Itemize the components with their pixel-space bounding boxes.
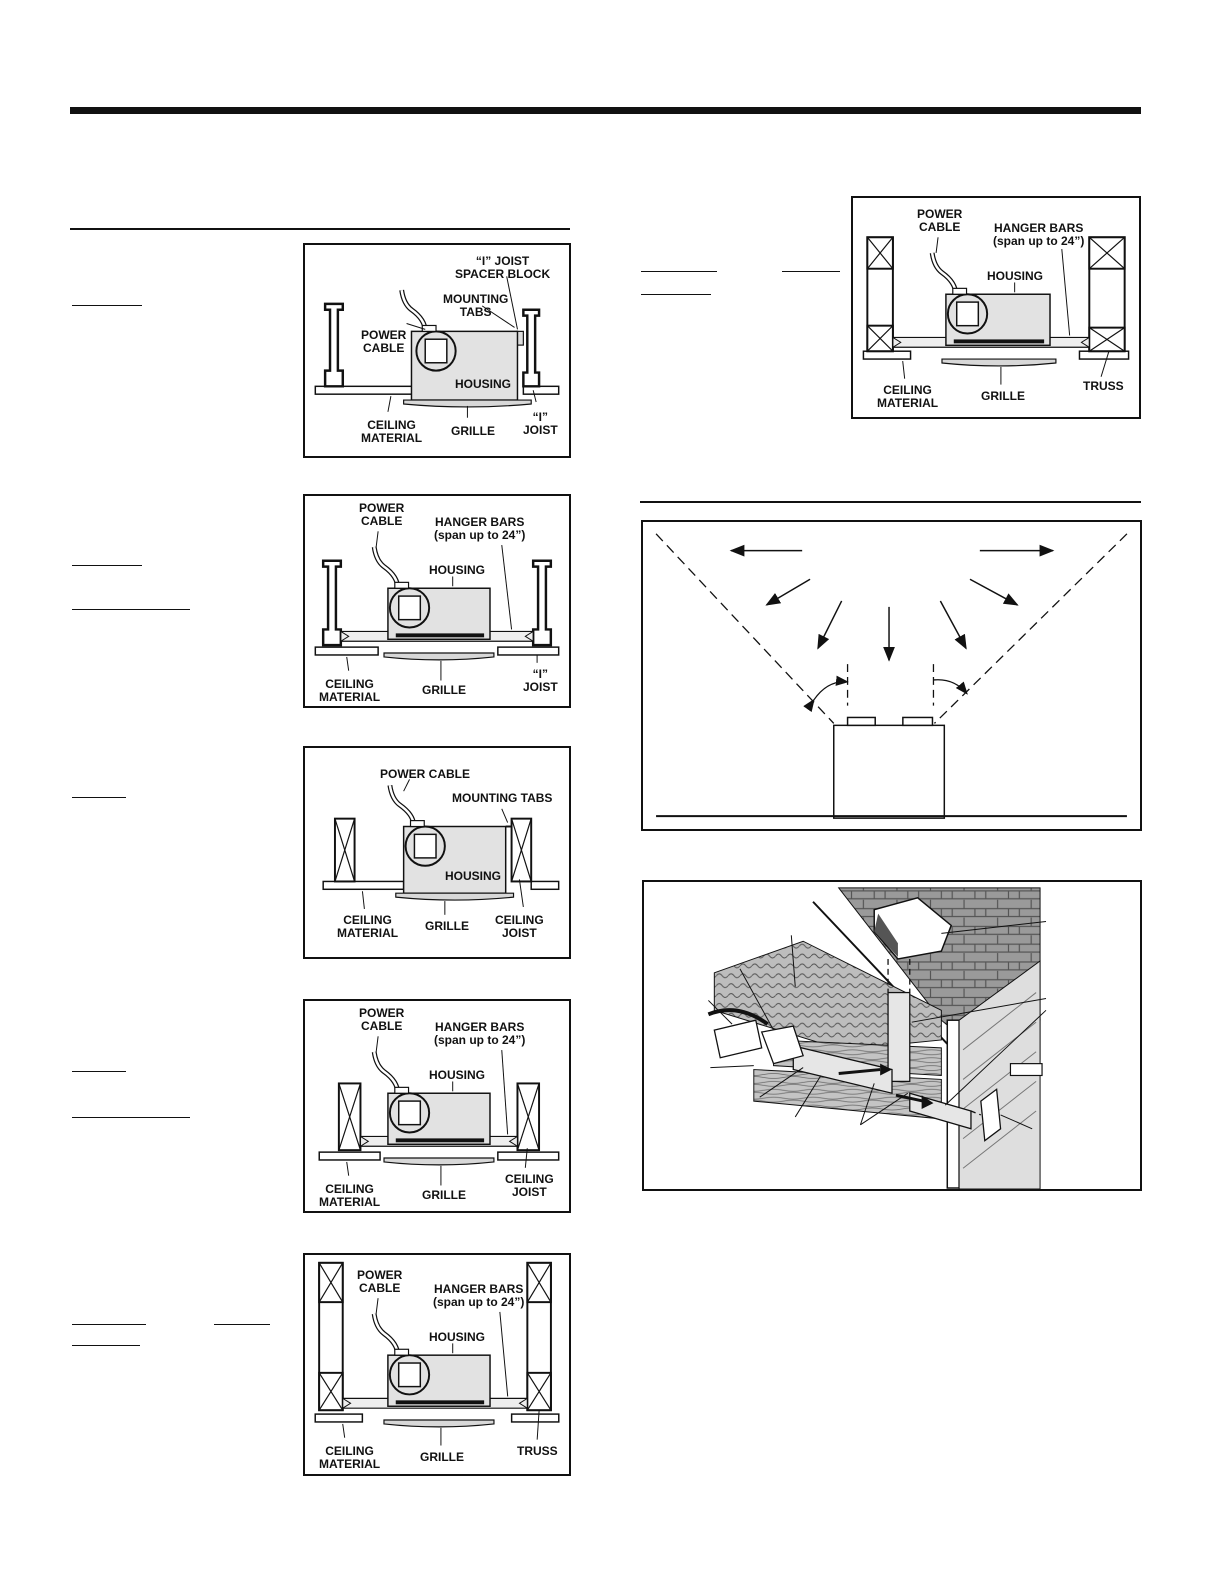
section-rule-left [70, 228, 570, 230]
airflow-arrows-icon [655, 533, 1128, 819]
underline-mark [72, 305, 142, 306]
underline-mark [72, 1324, 146, 1325]
label-grille: GRILLE [422, 683, 466, 697]
truss-hanger-drawing [314, 1261, 560, 1446]
label-truss: TRUSS [1083, 379, 1124, 393]
underline-mark [72, 1117, 190, 1118]
underline-mark [72, 797, 126, 798]
diagram-joist-tabs: POWER CABLE MOUNTING TABS HOUSING CEILIN… [303, 746, 571, 959]
label-hanger-bars: HANGER BARS(span up to 24”) [434, 1020, 526, 1047]
underline-mark [72, 1071, 126, 1072]
underline-mark [641, 294, 711, 295]
underline-mark [641, 271, 717, 272]
label-grille: GRILLE [422, 1188, 466, 1202]
header-rule [70, 107, 1141, 114]
label-ijoist: “I”JOIST [523, 410, 558, 437]
label-hanger-bars: HANGER BARS(span up to 24”) [433, 1282, 525, 1309]
label-grille: GRILLE [420, 1450, 464, 1464]
label-truss: TRUSS [517, 1444, 558, 1458]
label-mounting-tabs: MOUNTING TABS [452, 791, 553, 805]
label-housing: HOUSING [455, 377, 512, 391]
label-housing: HOUSING [429, 563, 486, 577]
joist-tabs-drawing [322, 779, 560, 915]
roof-vent-illustration [707, 887, 1047, 1189]
underline-mark [72, 1345, 140, 1346]
label-power-cable: POWER CABLE [380, 767, 470, 781]
label-grille: GRILLE [981, 389, 1025, 403]
underline-mark [214, 1324, 270, 1325]
ijoist-spacer-drawing [314, 276, 560, 418]
label-housing: HOUSING [429, 1330, 486, 1344]
label-hanger-bars: HANGER BARS(span up to 24”) [434, 515, 526, 542]
truss-hanger-right-drawing [862, 236, 1130, 385]
underline-mark [72, 609, 190, 610]
label-hanger-bars: HANGER BARS(span up to 24”) [993, 221, 1085, 248]
label-housing: HOUSING [445, 869, 502, 883]
underline-mark [782, 271, 840, 272]
diagram-roof-vent [642, 880, 1142, 1191]
diagram-airflow [641, 520, 1142, 831]
label-grille: GRILLE [451, 424, 495, 438]
label-grille: GRILLE [425, 919, 469, 933]
label-housing: HOUSING [987, 269, 1044, 283]
label-ijoist: “I”JOIST [523, 667, 558, 694]
section-rule-right [640, 501, 1141, 503]
joist-hanger-drawing [318, 1036, 560, 1186]
ijoist-hanger-drawing [314, 531, 560, 681]
underline-mark [72, 565, 142, 566]
label-housing: HOUSING [429, 1068, 486, 1082]
